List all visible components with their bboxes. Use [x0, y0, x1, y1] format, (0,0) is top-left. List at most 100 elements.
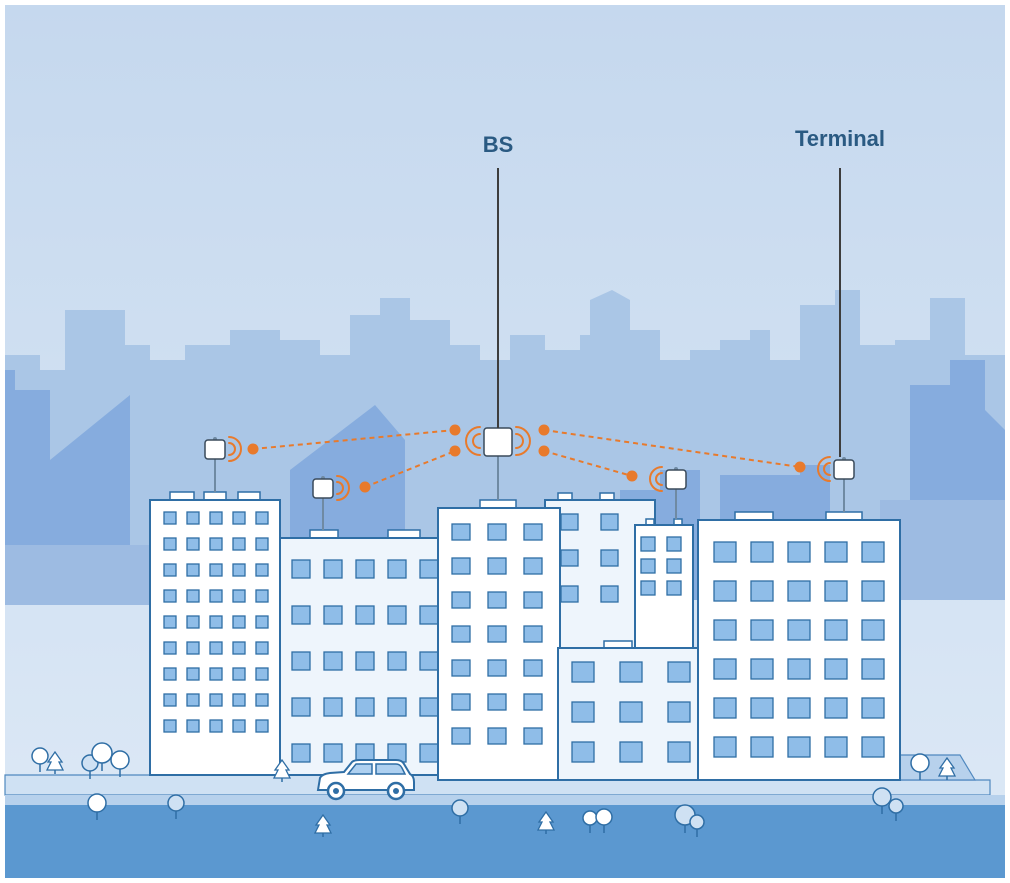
window	[861, 619, 885, 641]
window	[163, 615, 177, 629]
tree-icon	[451, 799, 469, 824]
window	[523, 591, 543, 609]
window	[186, 719, 200, 733]
window	[163, 693, 177, 707]
tree-icon	[45, 750, 65, 774]
window	[787, 658, 811, 680]
signal-wave-icon	[823, 462, 831, 476]
window	[787, 541, 811, 563]
tree-icon	[31, 747, 49, 772]
window	[824, 697, 848, 719]
signal-wave-icon	[228, 442, 236, 456]
window	[291, 559, 311, 579]
building-7	[697, 511, 901, 781]
antenna-head	[312, 478, 334, 499]
signal-wave-icon	[336, 481, 344, 495]
window	[560, 585, 579, 603]
signal-wave-icon	[655, 472, 663, 486]
window	[666, 580, 682, 596]
window	[523, 557, 543, 575]
antenna-head	[833, 459, 855, 480]
window	[232, 667, 246, 681]
window	[323, 605, 343, 625]
window	[163, 589, 177, 603]
wireless-links	[247, 424, 806, 493]
antenna-head	[204, 439, 226, 460]
tree-icon	[91, 742, 113, 771]
window	[291, 651, 311, 671]
tree-crown	[110, 750, 130, 770]
window	[787, 697, 811, 719]
window	[713, 658, 737, 680]
tree-icon	[910, 753, 930, 780]
window	[451, 557, 471, 575]
window	[787, 736, 811, 758]
window	[387, 605, 407, 625]
window	[666, 536, 682, 552]
window	[209, 719, 223, 733]
window	[323, 651, 343, 671]
antenna-terminal-icon	[204, 436, 242, 492]
trees-layer	[31, 742, 957, 837]
window	[619, 661, 643, 683]
tree-crown	[31, 747, 49, 765]
window	[861, 541, 885, 563]
building-6	[557, 640, 709, 781]
window	[861, 658, 885, 680]
window	[232, 537, 246, 551]
tree-icon	[937, 756, 957, 780]
window	[186, 641, 200, 655]
window	[640, 558, 656, 574]
window	[163, 719, 177, 733]
window	[571, 701, 595, 723]
window	[560, 549, 579, 567]
window	[255, 589, 269, 603]
window	[419, 559, 439, 579]
window	[419, 697, 439, 717]
window	[487, 659, 507, 677]
window	[861, 736, 885, 758]
window	[787, 619, 811, 641]
window	[186, 511, 200, 525]
window	[323, 697, 343, 717]
tree-crown	[167, 794, 185, 812]
window	[666, 558, 682, 574]
roof-unit	[387, 529, 421, 539]
signal-wave-icon	[228, 436, 242, 462]
window	[523, 727, 543, 745]
window	[232, 589, 246, 603]
signal-wave-icon	[649, 466, 663, 492]
window	[163, 641, 177, 655]
signal-wave-icon	[515, 433, 524, 449]
window	[451, 659, 471, 677]
window	[451, 693, 471, 711]
link-endpoint	[794, 461, 806, 473]
window	[355, 697, 375, 717]
window	[232, 719, 246, 733]
window	[232, 563, 246, 577]
window	[255, 693, 269, 707]
roof-unit	[309, 529, 339, 539]
window	[600, 513, 619, 531]
window	[824, 619, 848, 641]
window	[163, 537, 177, 551]
window	[255, 719, 269, 733]
window	[750, 658, 774, 680]
window	[451, 625, 471, 643]
window	[323, 559, 343, 579]
window	[750, 736, 774, 758]
window	[824, 736, 848, 758]
window	[355, 605, 375, 625]
window	[232, 511, 246, 525]
window	[232, 615, 246, 629]
building-4	[437, 499, 561, 781]
window	[255, 615, 269, 629]
building-5	[634, 518, 694, 651]
tree-crown	[910, 753, 930, 773]
window	[419, 743, 439, 763]
window	[861, 580, 885, 602]
window	[387, 651, 407, 671]
window	[209, 563, 223, 577]
link-line	[543, 429, 801, 468]
